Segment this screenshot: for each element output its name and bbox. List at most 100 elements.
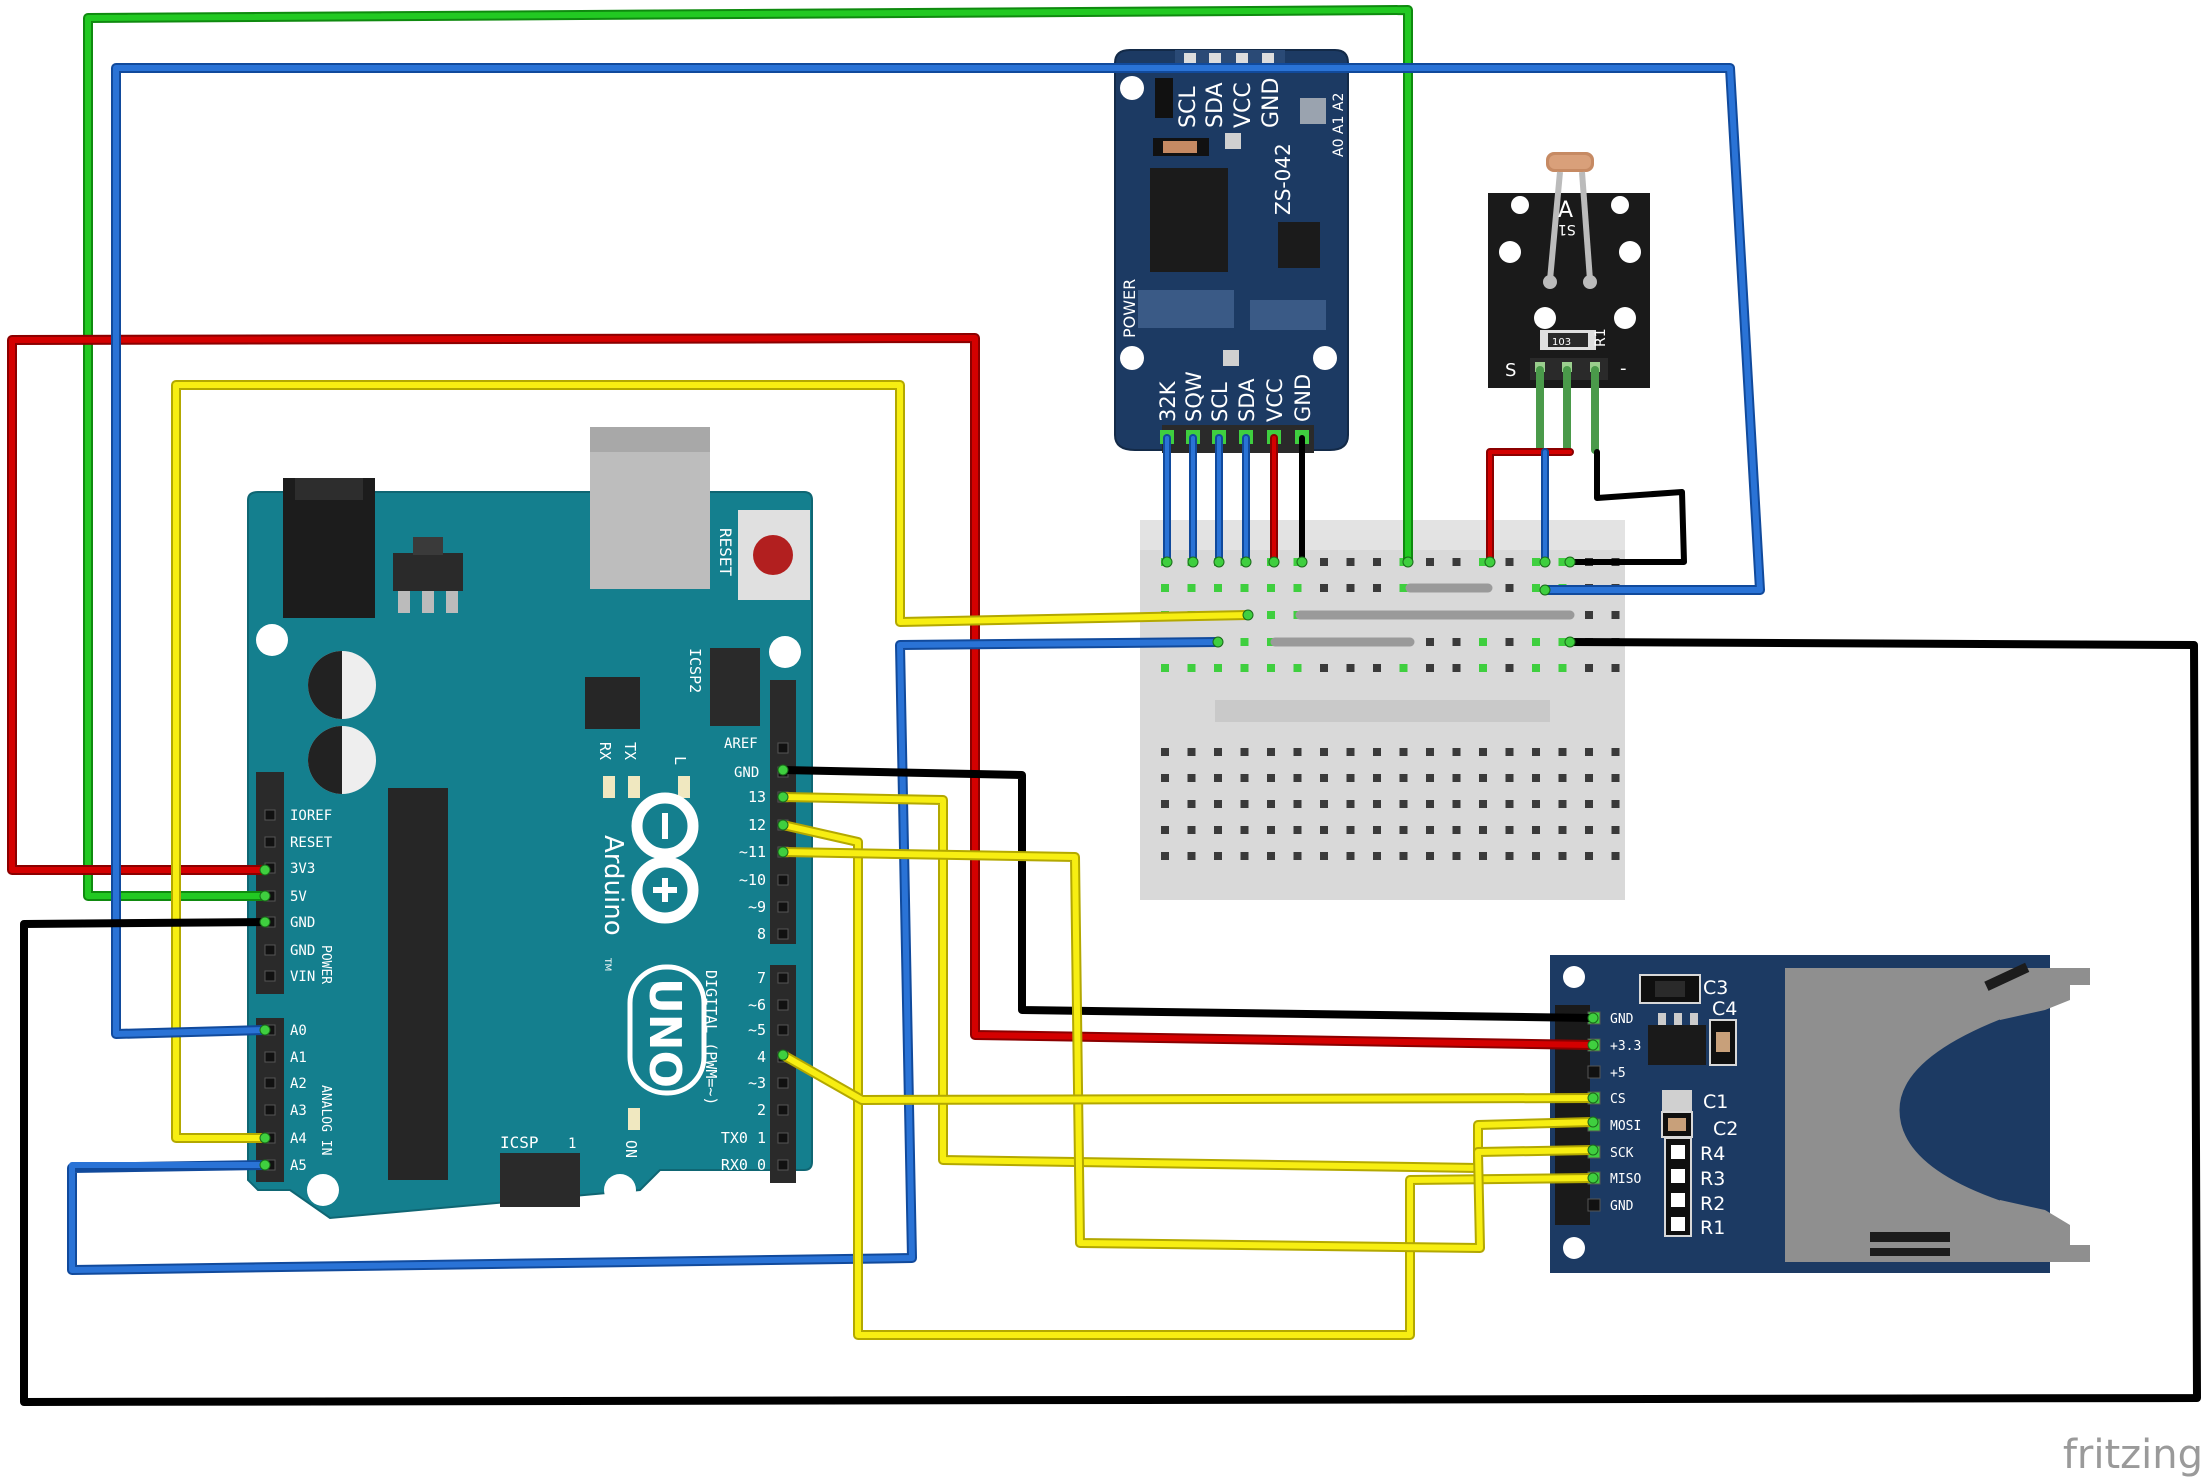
breadboard-hole bbox=[1320, 584, 1328, 592]
breadboard-hole bbox=[1373, 664, 1381, 672]
rx-label: RX bbox=[596, 742, 614, 760]
sd-resistor bbox=[1671, 1193, 1685, 1207]
sd-part-label: R3 bbox=[1700, 1168, 1725, 1190]
header-pin bbox=[264, 809, 276, 821]
rtc-address-label: A0 A1 A2 bbox=[1331, 93, 1347, 157]
breadboard-hole bbox=[1187, 800, 1196, 808]
wire-yellow-d11 bbox=[778, 847, 1598, 1253]
wire-endpoint bbox=[1587, 1116, 1599, 1128]
sd-part-label: C4 bbox=[1712, 998, 1737, 1020]
breadboard-hole bbox=[1585, 826, 1593, 834]
breadboard-hole-active bbox=[1240, 584, 1249, 592]
breadboard-hole bbox=[1346, 664, 1355, 672]
l-label: L bbox=[671, 756, 689, 765]
breadboard-hole bbox=[1452, 638, 1461, 646]
rtc-bottom-pin-label: SQW bbox=[1182, 371, 1206, 422]
rtc-top-pin-label: GND bbox=[1259, 78, 1284, 128]
breadboard-hole bbox=[1240, 852, 1249, 860]
breadboard-hole bbox=[1346, 800, 1355, 808]
digital-pin-label: 7 bbox=[757, 969, 766, 987]
breadboard-hole bbox=[1267, 852, 1275, 860]
sd-resistor bbox=[1671, 1217, 1685, 1231]
breadboard-hole bbox=[1320, 852, 1328, 860]
analog-pin-label: A0 bbox=[290, 1023, 307, 1039]
tx-label: TX bbox=[621, 742, 639, 760]
breadboard-hole bbox=[1214, 748, 1222, 756]
breadboard-hole bbox=[1505, 826, 1514, 834]
rtc-top-pins bbox=[1184, 53, 1274, 65]
breadboard-hole bbox=[1611, 852, 1620, 860]
wire-blue-a5 bbox=[67, 637, 1223, 1275]
breadboard-hole-active bbox=[1532, 664, 1540, 672]
arduino-logo bbox=[631, 792, 699, 924]
breadboard-hole bbox=[1346, 774, 1355, 782]
digital-pin-label: ~9 bbox=[748, 898, 766, 916]
breadboard-hole bbox=[1373, 826, 1381, 834]
breadboard-hole bbox=[1187, 774, 1196, 782]
breadboard-hole bbox=[1585, 800, 1593, 808]
sd-pin-label: GND bbox=[1610, 1012, 1634, 1027]
ldr-r1-label: R1 bbox=[1593, 328, 1609, 347]
sd-pin-label: CS bbox=[1610, 1092, 1626, 1107]
sd-resistor bbox=[1671, 1145, 1685, 1159]
rtc-top-pin bbox=[1262, 53, 1274, 65]
breadboard-hole bbox=[1320, 800, 1328, 808]
rtc-top-pin bbox=[1184, 53, 1196, 65]
breadboard-hole bbox=[1611, 800, 1620, 808]
breadboard-hole bbox=[1479, 774, 1487, 782]
header-pin bbox=[777, 1159, 789, 1171]
ldr-s1-label: S1 bbox=[1558, 221, 1576, 237]
uno-label: UNO bbox=[639, 978, 690, 1088]
sd-part-label: R1 bbox=[1700, 1217, 1725, 1239]
breadboard-hole bbox=[1293, 748, 1302, 756]
sd-pin bbox=[1587, 1065, 1601, 1079]
breadboard-hole bbox=[1611, 826, 1620, 834]
breadboard-hole bbox=[1479, 800, 1487, 808]
breadboard-hole bbox=[1161, 748, 1169, 756]
breadboard-hole-active bbox=[1558, 638, 1567, 646]
wire-ldr-signal-green bbox=[1536, 366, 1599, 454]
breadboard-hole bbox=[1479, 826, 1487, 834]
breadboard-hole-active bbox=[1161, 664, 1169, 672]
breadboard-hole bbox=[1320, 748, 1328, 756]
power-pin-label: RESET bbox=[290, 835, 333, 851]
digital-pin-label: ~5 bbox=[748, 1021, 766, 1039]
breadboard-hole bbox=[1611, 664, 1620, 672]
breadboard-hole bbox=[1293, 826, 1302, 834]
power-pin-label: GND bbox=[290, 943, 315, 959]
ldr-s-label: S bbox=[1505, 360, 1516, 381]
sd-card-module: GND+3.3+5CSMOSISCKMISOGNDC3C4C1C2R4R3R2R… bbox=[1550, 955, 2090, 1273]
ldr-sensor-module: A S1 R1 103 S - bbox=[1488, 152, 1650, 388]
breadboard-hole bbox=[1532, 748, 1540, 756]
sd-pin-label: +5 bbox=[1610, 1066, 1626, 1081]
header-pin bbox=[264, 1051, 276, 1063]
breadboard-hole bbox=[1373, 852, 1381, 860]
header-pin bbox=[777, 742, 789, 754]
ldr-resistor-label: 103 bbox=[1552, 337, 1571, 348]
wire-endpoint bbox=[259, 1024, 271, 1036]
header-pin bbox=[264, 836, 276, 848]
wire-endpoint bbox=[1212, 636, 1224, 648]
breadboard-hole-active bbox=[1240, 664, 1249, 672]
fritzing-watermark: fritzing bbox=[2063, 1432, 2203, 1478]
wire-endpoint bbox=[1539, 584, 1551, 596]
breadboard-hole bbox=[1505, 638, 1514, 646]
digital-pin-label: ~10 bbox=[739, 871, 766, 889]
header-pin bbox=[264, 970, 276, 982]
sd-pin-label: MOSI bbox=[1610, 1119, 1641, 1134]
breadboard-hole bbox=[1373, 774, 1381, 782]
breadboard-hole bbox=[1426, 800, 1434, 808]
power-label: POWER bbox=[318, 945, 333, 984]
wire-endpoint bbox=[1187, 556, 1199, 568]
aref-label: AREF bbox=[724, 736, 758, 752]
wire-blue-a0 bbox=[111, 63, 1765, 1039]
breadboard-hole bbox=[1240, 748, 1249, 756]
power-pin-label: VIN bbox=[290, 969, 315, 985]
wire-endpoint bbox=[1564, 636, 1576, 648]
sd-pin-label: +3.3 bbox=[1610, 1039, 1641, 1054]
power-pin-label: GND bbox=[290, 915, 315, 931]
breadboard-hole bbox=[1558, 852, 1567, 860]
